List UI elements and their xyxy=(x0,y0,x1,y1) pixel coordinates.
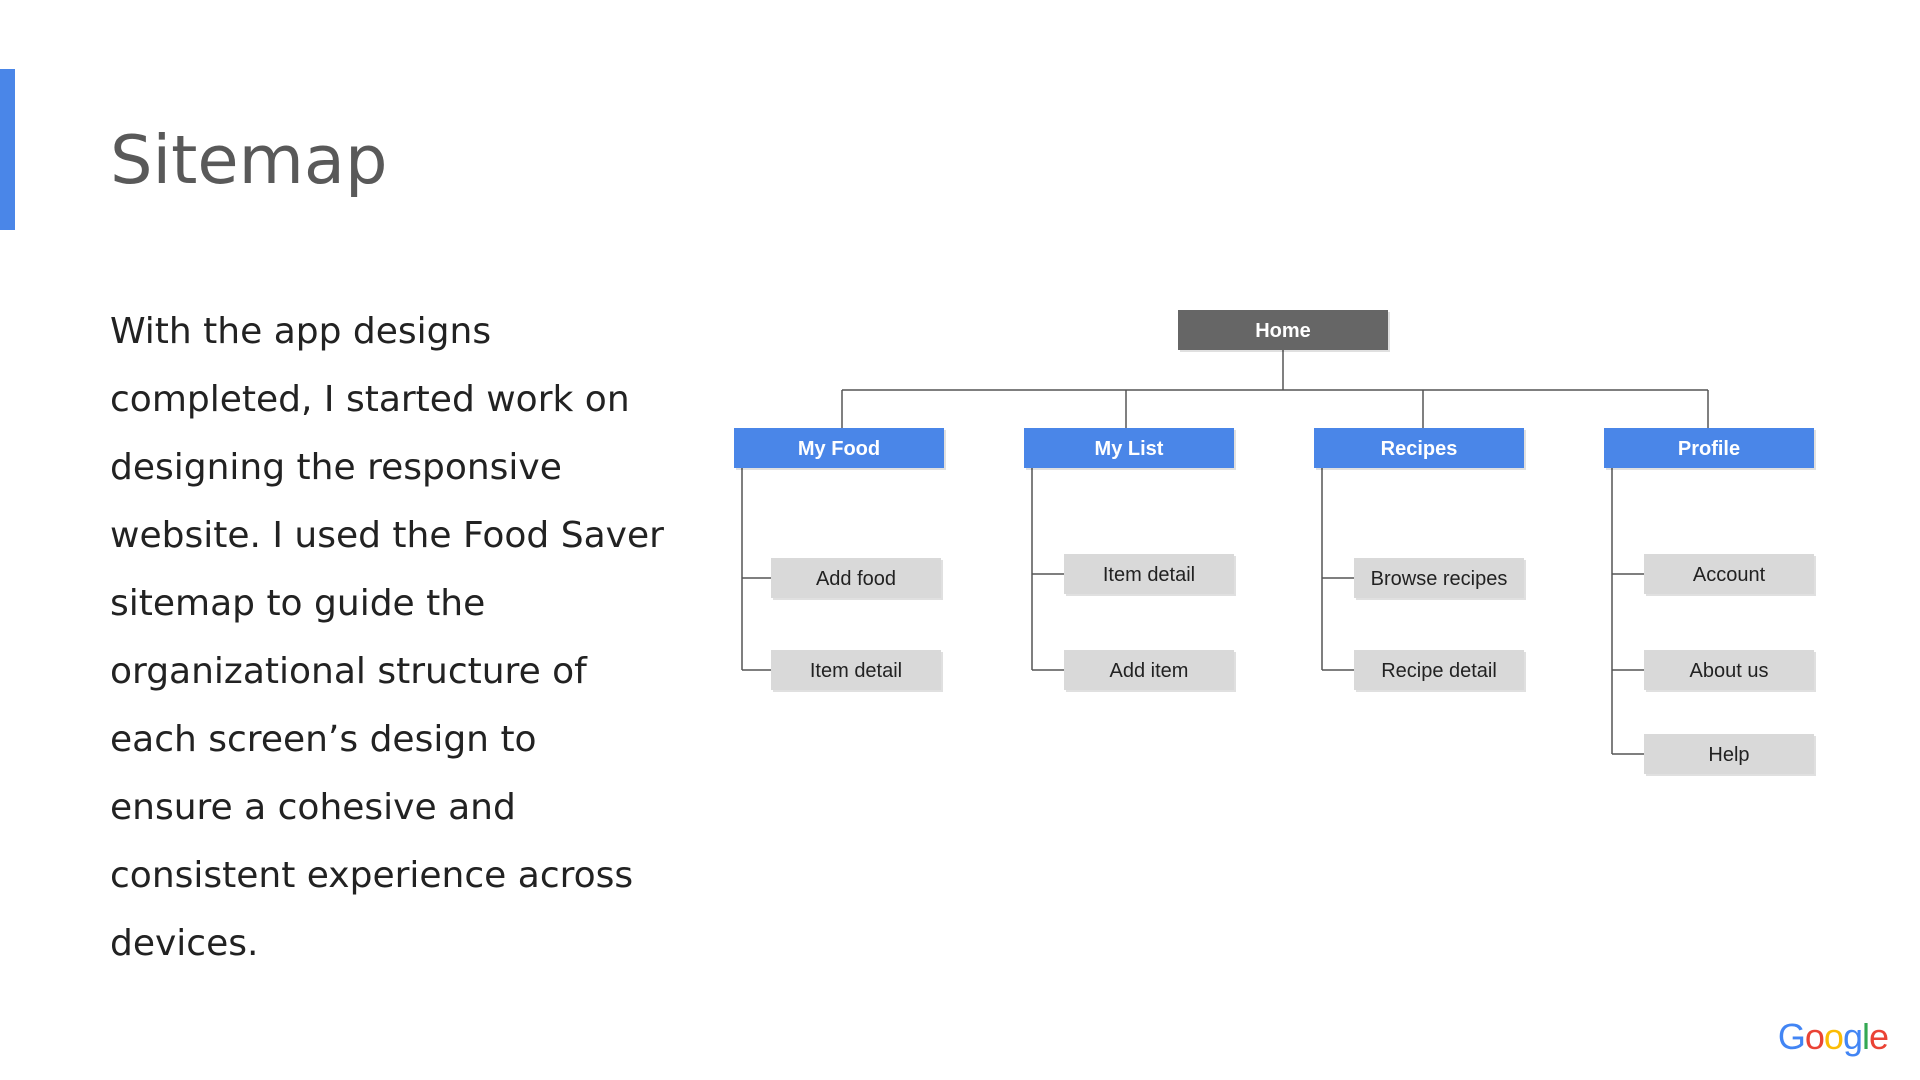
node-box xyxy=(1064,650,1234,690)
node-box xyxy=(1354,558,1524,598)
google-logo-letter: o xyxy=(1823,1016,1844,1057)
node-page: Recipe detail xyxy=(1354,650,1526,692)
node-label: Add item xyxy=(1110,660,1189,682)
node-box xyxy=(1064,554,1234,594)
node-box xyxy=(1644,554,1814,594)
node-page: Item detail xyxy=(1064,554,1236,596)
node-label: Help xyxy=(1708,744,1749,766)
node-label: My List xyxy=(1095,438,1164,460)
node-box xyxy=(1604,428,1814,468)
node-label: Browse recipes xyxy=(1371,568,1508,590)
node-page: Help xyxy=(1644,734,1816,776)
connector-lines xyxy=(741,350,1709,755)
node-box xyxy=(1024,428,1234,468)
node-label: Item detail xyxy=(810,660,902,682)
node-section: Profile xyxy=(1604,428,1816,470)
node-box xyxy=(771,650,941,690)
node-label: Recipes xyxy=(1381,438,1458,460)
node-label: Account xyxy=(1693,564,1766,586)
node-box xyxy=(1644,650,1814,690)
node-root: Home xyxy=(1178,310,1390,352)
google-logo-letter: o xyxy=(1804,1016,1825,1057)
google-logo-letter: G xyxy=(1777,1016,1806,1057)
node-box xyxy=(771,558,941,598)
node-box xyxy=(1178,310,1388,350)
node-page: Account xyxy=(1644,554,1816,596)
google-logo-letter: g xyxy=(1842,1016,1863,1057)
node-page: Browse recipes xyxy=(1354,558,1526,600)
node-label: About us xyxy=(1690,660,1769,682)
google-logo-letter: l xyxy=(1861,1016,1870,1057)
node-label: Add food xyxy=(816,568,896,590)
node-page: Add food xyxy=(771,558,943,600)
node-label: Profile xyxy=(1678,438,1740,460)
node-label: Recipe detail xyxy=(1381,660,1497,682)
node-box xyxy=(1314,428,1524,468)
node-page: Add item xyxy=(1064,650,1236,692)
node-page: Item detail xyxy=(771,650,943,692)
node-label: Item detail xyxy=(1103,564,1195,586)
slide-title: Sitemap xyxy=(110,121,388,199)
node-section: My List xyxy=(1024,428,1236,470)
node-box xyxy=(1354,650,1524,690)
node-section: My Food xyxy=(734,428,946,470)
node-section: Recipes xyxy=(1314,428,1526,470)
node-box xyxy=(1644,734,1814,774)
accent-bar xyxy=(0,69,15,230)
google-logo: Google xyxy=(1777,1016,1889,1058)
node-label: My Food xyxy=(798,438,880,460)
google-logo-letter: e xyxy=(1868,1016,1889,1057)
node-label: Home xyxy=(1255,320,1311,342)
slide-body-text: With the app designs completed, I starte… xyxy=(110,311,664,964)
node-box xyxy=(734,428,944,468)
node-page: About us xyxy=(1644,650,1816,692)
